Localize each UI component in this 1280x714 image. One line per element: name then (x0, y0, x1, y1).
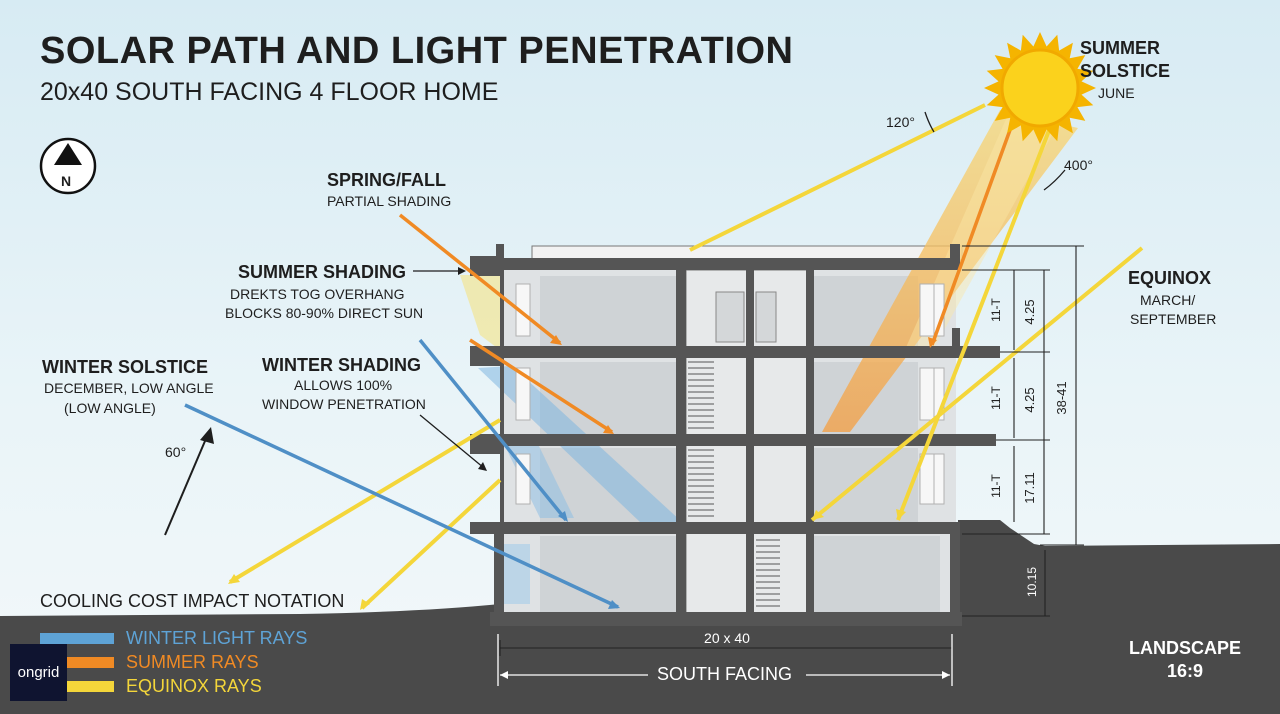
summer-ray-arrowheads (550, 335, 937, 434)
legend-summer-label: SUMMER RAYS (126, 652, 259, 672)
dimension-total-height: 38-41 (1054, 381, 1069, 414)
legend-winter: WINTER LIGHT RAYS (40, 628, 307, 649)
angle-400-label: 400° (1064, 157, 1093, 173)
equinox-rays (228, 103, 1144, 610)
dimension-floor-height-1: 11-T (989, 473, 1003, 497)
summer-solstice-title-2: SOLSTICE (1080, 61, 1171, 81)
summer-shading-line1: DREKTS TOG OVERHANG (230, 286, 405, 302)
dimension-lines (499, 245, 1084, 656)
legend-winter-swatch (40, 633, 114, 644)
page-title: SOLAR PATH AND LIGHT PENETRATION (40, 30, 794, 72)
page-subtitle: 20x40 SOUTH FACING 4 FLOOR HOME (40, 78, 499, 106)
legend-equinox-label: EQUINOX RAYS (126, 676, 262, 696)
floor-slabs (470, 256, 1000, 626)
dimension-floor-value-2: 4.25 (1022, 387, 1037, 412)
ground (0, 604, 500, 714)
leader-arrows (413, 270, 485, 469)
legend-summer-swatch (40, 657, 114, 668)
aspect-line2: 16:9 (1166, 661, 1204, 681)
aspect-line1: LANDSCAPE (1128, 638, 1241, 658)
roof-parapet (531, 245, 963, 261)
window-pane (933, 367, 945, 421)
window-pane (919, 367, 935, 421)
winter-solstice-title: WINTER SOLSTICE (42, 357, 208, 377)
winter-light-window (500, 544, 530, 604)
angle-60-arrow (164, 433, 209, 536)
summer-solstice-title-1: SUMMER (1080, 38, 1160, 58)
summer-rays (398, 129, 1012, 434)
dimension-floor-height-3: 11-T (989, 297, 1003, 321)
dimension-width: 20 x 40 (704, 630, 750, 646)
angle-120-label: 120° (886, 114, 915, 130)
window-pane (515, 367, 531, 421)
angle-120-arc (924, 111, 935, 133)
angle-400-arc (1043, 169, 1066, 191)
dimension-basement: 10.15 (1025, 567, 1039, 597)
south-facing-line (497, 634, 953, 686)
legend-equinox: EQUINOX RAYS (40, 676, 262, 697)
equinox-title: EQUINOX (1128, 268, 1212, 288)
leader-arrowheads (458, 267, 487, 471)
cooling-note: COOLING COST IMPACT NOTATION (40, 591, 345, 611)
south-facing-label: SOUTH FACING (657, 664, 793, 684)
south-facing-arrowheads (500, 671, 950, 679)
winter-solstice-line2: (LOW ANGLE) (64, 400, 156, 416)
window-pane (933, 453, 945, 505)
winter-rays (184, 338, 619, 609)
winter-shading-title: WINTER SHADING (262, 355, 421, 375)
window-pane (515, 453, 531, 505)
legend-summer: SUMMER RAYS (40, 652, 259, 673)
windows (515, 283, 945, 505)
spring-fall-title: SPRING/FALL (327, 170, 447, 190)
dimension-floor-value-1: 17.11 (1022, 472, 1037, 504)
dimension-floor-value-3: 4.25 (1022, 299, 1037, 324)
window-pane (919, 283, 935, 337)
equinox-line2: SEPTEMBER (1130, 311, 1217, 327)
summer-solstice-month: JUNE (1098, 85, 1135, 101)
compass-letter: N (61, 173, 72, 189)
ground-right (490, 544, 1280, 714)
summer-shading-line2: BLOCKS 80-90% DIRECT SUN (225, 305, 424, 321)
summer-shading-title: SUMMER SHADING (238, 262, 407, 282)
stair-treads (688, 361, 780, 607)
winter-shading-line2: WINDOW PENETRATION (262, 396, 426, 412)
terrace-steps (958, 520, 1045, 620)
brand-logo: ongrid (10, 644, 67, 701)
legend-equinox-swatch (40, 681, 114, 692)
legend-winter-label: WINTER LIGHT RAYS (126, 628, 308, 648)
summer-shade-glow (460, 275, 500, 350)
spring-fall-desc: PARTIAL SHADING (327, 193, 452, 209)
summer-sun-icon (984, 32, 1096, 144)
equinox-line1: MARCH/ (1140, 292, 1196, 308)
angle-60-arrowhead (200, 427, 214, 444)
north-compass-icon (39, 137, 97, 195)
winter-ray-arrowheads (558, 511, 620, 609)
winter-solstice-line1: DECEMBER, LOW ANGLE (44, 380, 214, 396)
equinox-ray-arrowheads (228, 509, 906, 610)
angle-60-label: 60° (165, 444, 187, 460)
dimension-floor-height-2: 11-T (989, 385, 1003, 409)
winter-shading-line1: ALLOWS 100% (294, 377, 393, 393)
